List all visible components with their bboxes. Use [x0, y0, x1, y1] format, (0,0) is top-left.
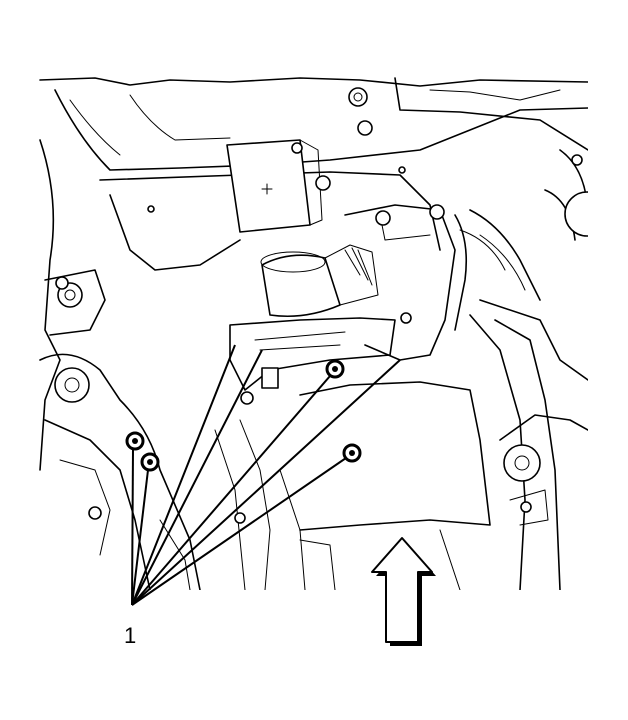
bolt-3: [325, 359, 345, 379]
direction-arrow-icon: [371, 537, 436, 646]
bolt-4: [342, 443, 362, 463]
bolt-2: [140, 452, 160, 472]
bolt-1: [125, 431, 145, 451]
callout-leaders: [131, 344, 401, 606]
callout-label: 1: [124, 623, 136, 648]
chassis-drawing: [39, 77, 588, 590]
